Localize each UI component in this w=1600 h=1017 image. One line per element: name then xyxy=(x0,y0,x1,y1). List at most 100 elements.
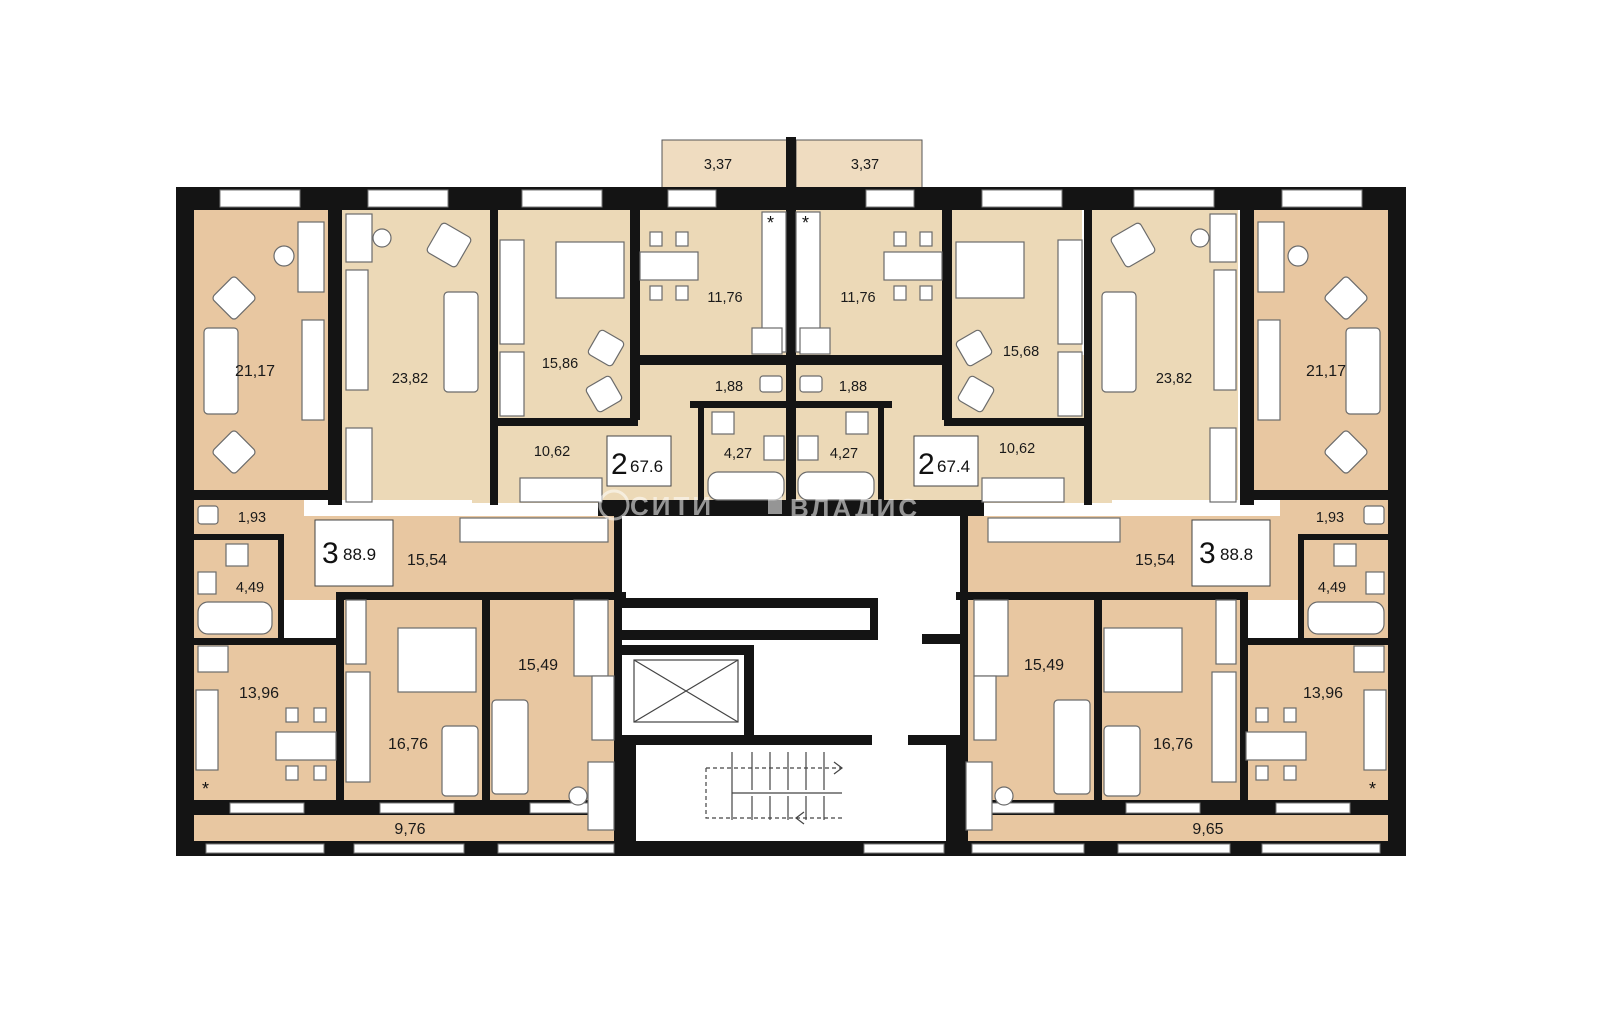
chair-icon xyxy=(313,765,327,781)
watermark-right: ВЛАДИС xyxy=(790,493,920,523)
desk-icon xyxy=(1211,671,1237,783)
wall-right xyxy=(1388,187,1406,856)
wall-stair-right xyxy=(946,735,960,855)
wall-l4 xyxy=(194,490,328,500)
wall-l10 xyxy=(336,592,626,600)
room-area: 4,27 xyxy=(724,446,752,462)
sink-icon xyxy=(751,327,783,355)
desk-icon xyxy=(345,671,371,783)
window xyxy=(229,802,305,814)
sink-icon xyxy=(1365,571,1385,595)
wall-core-c xyxy=(870,598,878,640)
wardrobe-icon xyxy=(981,477,1065,503)
wardrobe-icon xyxy=(1209,427,1237,503)
wardrobe-icon xyxy=(345,269,369,391)
bathtub-icon xyxy=(797,471,875,501)
wall-stair-left xyxy=(622,735,636,855)
window xyxy=(353,843,465,854)
room-area: 15,54 xyxy=(407,552,447,569)
room-area: 1,88 xyxy=(839,379,867,395)
wardrobe-icon xyxy=(591,675,615,741)
asterisk-icon: * xyxy=(1369,779,1376,799)
chair-icon xyxy=(1283,707,1297,723)
wall-r15 xyxy=(944,418,1084,426)
chair-icon xyxy=(649,231,663,247)
wall-l11 xyxy=(614,516,622,846)
table-icon xyxy=(1245,731,1307,761)
room-area: 11,76 xyxy=(840,290,875,306)
window xyxy=(1261,843,1381,854)
chair-icon xyxy=(675,285,689,301)
stairs-icon xyxy=(705,752,843,825)
wardrobe-icon xyxy=(459,517,609,543)
window xyxy=(865,189,915,208)
sofa-icon xyxy=(1101,291,1137,393)
window xyxy=(981,189,1063,208)
watermark-logo-icon xyxy=(768,494,782,514)
wall-r8 xyxy=(1240,592,1248,802)
room-area: 9,76 xyxy=(394,821,425,838)
wardrobe-icon xyxy=(301,319,325,421)
wall-l1 xyxy=(328,205,342,505)
wall-l3 xyxy=(630,205,640,420)
armchair-icon xyxy=(212,430,256,474)
window xyxy=(1133,189,1215,208)
wall-l2 xyxy=(490,205,498,505)
armchair-icon xyxy=(426,222,472,268)
wardrobe-icon xyxy=(345,599,367,665)
armchair-icon xyxy=(1110,222,1156,268)
chair-icon xyxy=(1287,245,1309,267)
bathtub-icon xyxy=(197,601,273,635)
wall-bottom xyxy=(176,841,1406,856)
room-area: 4,49 xyxy=(1318,580,1346,596)
wall-r5 xyxy=(1302,534,1388,540)
table-icon xyxy=(883,251,943,281)
wall-core-h xyxy=(908,735,960,745)
window xyxy=(1275,802,1351,814)
chair-icon xyxy=(313,707,327,723)
chair-icon xyxy=(893,285,907,301)
bed-icon xyxy=(1103,627,1183,693)
asterisk-icon: * xyxy=(202,779,209,799)
toilet-icon xyxy=(759,375,783,393)
apartment-badge: 2 67.4 xyxy=(913,435,979,487)
wardrobe-icon xyxy=(973,675,997,741)
armchair-icon xyxy=(1324,276,1368,320)
wall-r6 xyxy=(1298,534,1304,638)
room-area: 15,49 xyxy=(1024,657,1064,674)
chair-icon xyxy=(994,786,1014,806)
washer-icon xyxy=(1333,543,1357,567)
room-area: 13,96 xyxy=(1303,685,1343,702)
sofa-icon xyxy=(443,291,479,393)
watermark-left: СИТИ xyxy=(630,491,714,521)
desk-icon xyxy=(965,761,993,831)
window xyxy=(521,189,603,208)
sofa-icon xyxy=(491,699,529,795)
window xyxy=(497,843,615,854)
room-area: 16,76 xyxy=(1153,736,1193,753)
bathtub-icon xyxy=(707,471,785,501)
desk-icon xyxy=(587,761,615,831)
wall-left xyxy=(176,187,194,856)
table-icon xyxy=(275,731,337,761)
table-icon xyxy=(639,251,699,281)
bed-icon xyxy=(955,241,1025,299)
desk-icon xyxy=(1257,221,1285,293)
chair-icon xyxy=(893,231,907,247)
chair-icon xyxy=(273,245,295,267)
apartment-badge: 3 88.8 xyxy=(1191,519,1271,587)
room-area: 15,49 xyxy=(518,657,558,674)
wardrobe-icon xyxy=(1213,269,1237,391)
room-area: 16,76 xyxy=(388,736,428,753)
sink-icon xyxy=(1353,645,1385,673)
window xyxy=(219,189,301,208)
wall-r2 xyxy=(1084,205,1092,505)
washer-icon xyxy=(711,411,735,435)
window xyxy=(971,843,1085,854)
bed-icon xyxy=(973,599,1009,677)
room-area: 13,96 xyxy=(239,685,279,702)
bathtub-icon xyxy=(1307,601,1385,635)
wall-r1 xyxy=(1240,205,1254,505)
asterisk-icon: * xyxy=(802,213,809,233)
